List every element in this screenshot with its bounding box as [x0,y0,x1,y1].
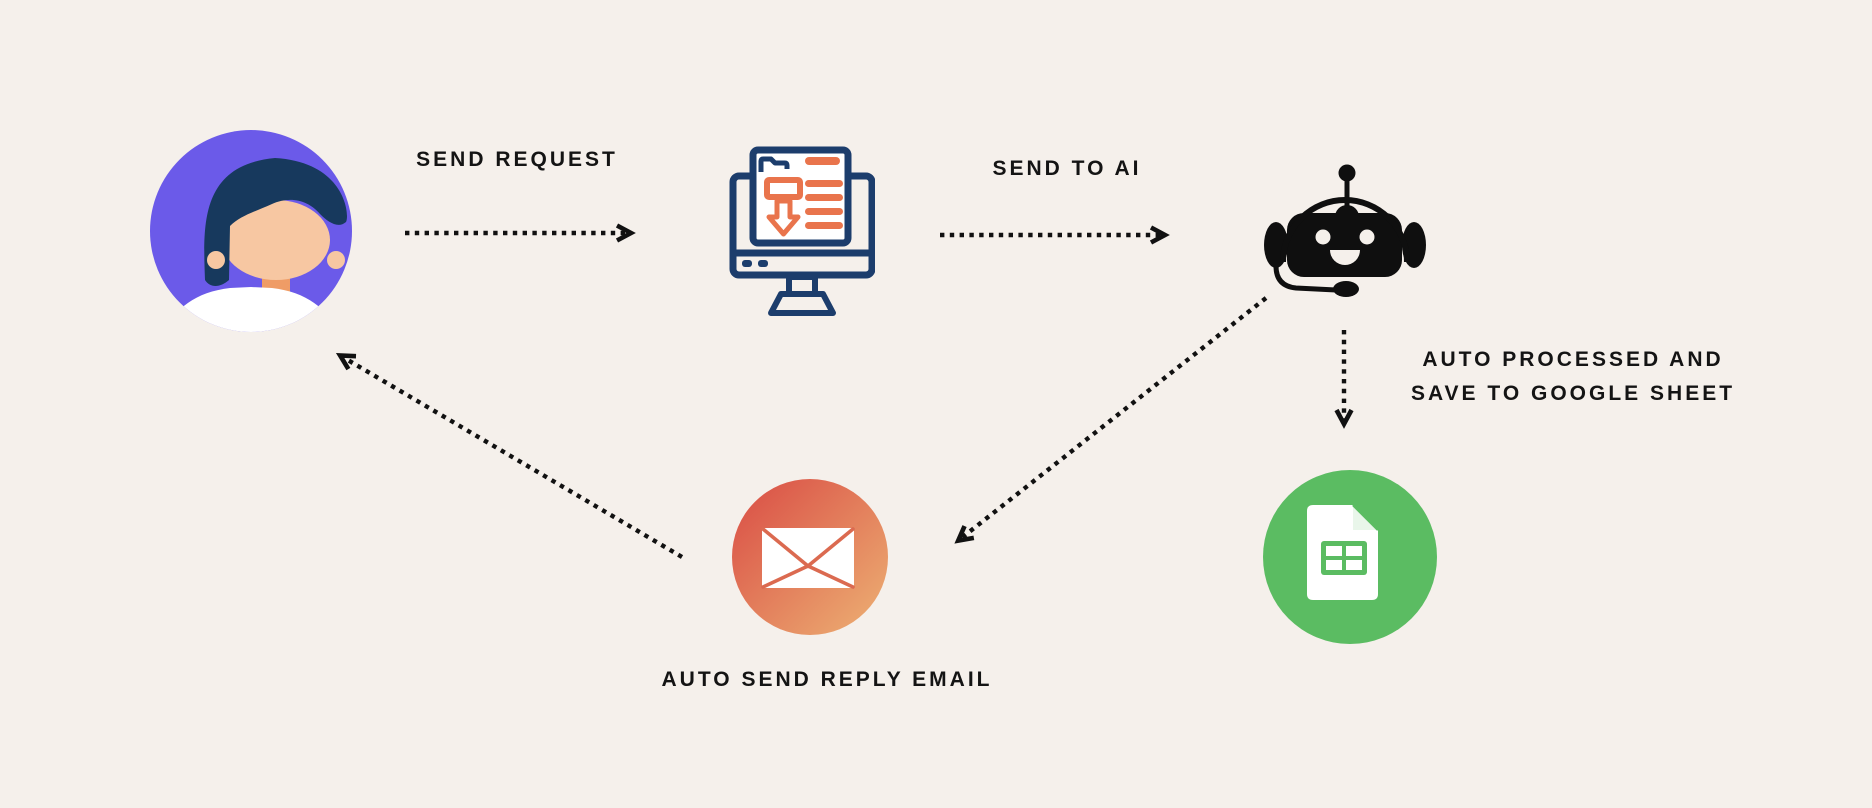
auto-processed-label: AUTO PROCESSED AND SAVE TO GOOGLE SHEET [1363,343,1783,411]
request-form-node [725,145,875,317]
robot-icon [1264,164,1426,297]
send-request-label: SEND REQUEST [416,148,618,171]
arrow-email-to-user [335,353,684,559]
google-sheet-node [1263,470,1437,644]
email-envelope-icon [732,479,888,635]
auto-processed-label-line1: AUTO PROCESSED AND [1422,348,1724,371]
auto-processed-label-line2: SAVE TO GOOGLE SHEET [1410,382,1736,405]
arrow-ai-to-email [954,296,1268,544]
computer-document-icon [729,146,875,316]
ai-bot-node [1250,160,1440,300]
user-avatar-icon [150,130,352,332]
reply-email-node [732,479,888,635]
send-to-ai-label: SEND TO AI [992,157,1142,180]
google-sheets-icon [1263,470,1437,644]
auto-send-reply-label: AUTO SEND REPLY EMAIL [661,668,993,691]
user-node [150,130,352,332]
